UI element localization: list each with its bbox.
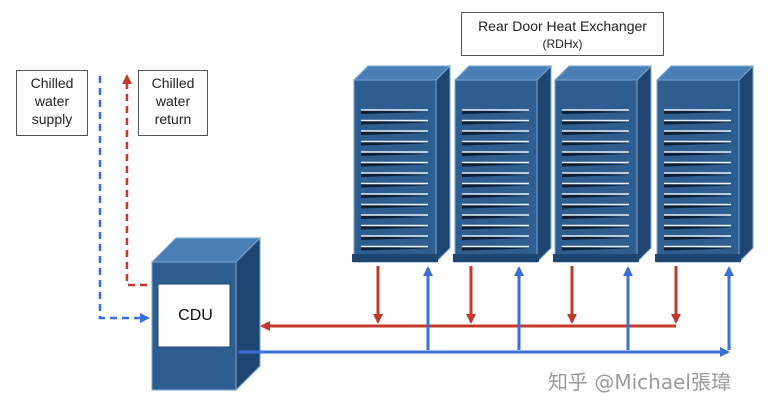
rack-vent-dark bbox=[562, 236, 631, 240]
rack-vent-dark bbox=[562, 173, 631, 177]
rack-front bbox=[656, 79, 740, 263]
rack-vent-dark bbox=[562, 183, 631, 188]
rack-vent-dark bbox=[562, 141, 631, 146]
rack-vent-dark bbox=[562, 110, 631, 114]
rack-side bbox=[738, 64, 754, 264]
rack-top bbox=[655, 65, 755, 81]
rack-vent-dark bbox=[361, 141, 430, 146]
return-line-2: water bbox=[155, 93, 191, 109]
rack-vent-dark bbox=[562, 204, 631, 209]
rack-vent-dark bbox=[664, 162, 733, 167]
rack-vent-dark bbox=[664, 173, 733, 177]
rack-vent-dark bbox=[462, 152, 531, 156]
return-line-3: return bbox=[154, 111, 192, 127]
cdu-label: CDU bbox=[178, 307, 213, 324]
rack-vent-dark bbox=[664, 183, 733, 188]
rack-vent-dark bbox=[361, 225, 430, 230]
return-line-1: Chilled bbox=[151, 75, 195, 91]
rack-vent-dark bbox=[664, 141, 733, 146]
rack-base bbox=[453, 254, 539, 262]
rack-base bbox=[655, 254, 741, 262]
rack-vent-dark bbox=[361, 215, 430, 219]
rack-side bbox=[636, 64, 652, 264]
watermark-text: 知乎 @Michael張瑋 bbox=[548, 370, 731, 394]
supply-line-2: water bbox=[34, 93, 70, 109]
rack-vent-dark bbox=[462, 194, 531, 198]
rack-vent-dark bbox=[361, 246, 430, 251]
supply-line-1: Chilled bbox=[30, 75, 74, 91]
rack-vent-dark bbox=[361, 162, 430, 167]
rack-vent-dark bbox=[462, 246, 531, 251]
rack-vent-dark bbox=[562, 215, 631, 219]
pipes-group bbox=[98, 74, 734, 357]
rack-vent-dark bbox=[562, 120, 631, 125]
rack-vent-dark bbox=[361, 194, 430, 198]
supply-line-3: supply bbox=[31, 111, 73, 127]
rack-vent-dark bbox=[462, 215, 531, 219]
rack-vent-dark bbox=[664, 215, 733, 219]
rack-vent-dark bbox=[462, 162, 531, 167]
rdhx-title: Rear Door Heat Exchanger bbox=[478, 18, 647, 34]
chilled-water-supply-pipe bbox=[98, 76, 150, 323]
chilled-water-supply-label: Chilled water supply bbox=[16, 70, 88, 136]
rack-top bbox=[352, 65, 452, 81]
rack-vent-dark bbox=[562, 162, 631, 167]
rack-vent-dark bbox=[462, 173, 531, 177]
rack-vent-dark bbox=[361, 120, 430, 125]
rack-vent-dark bbox=[562, 246, 631, 251]
rack-side bbox=[536, 64, 552, 264]
rack-vent-dark bbox=[664, 131, 733, 135]
rack-vent-dark bbox=[562, 152, 631, 156]
rack-top bbox=[553, 65, 653, 81]
rack-vent-dark bbox=[361, 236, 430, 240]
rack-vent-dark bbox=[562, 194, 631, 198]
rack-vent-dark bbox=[462, 120, 531, 125]
rdhx-title-label: Rear Door Heat Exchanger (RDHx) bbox=[461, 12, 664, 56]
chilled-water-return-label: Chilled water return bbox=[138, 70, 208, 136]
rack-vent-dark bbox=[361, 204, 430, 209]
rack-base bbox=[553, 254, 639, 262]
cdu-side bbox=[235, 236, 261, 392]
rdhx-rack-4 bbox=[655, 64, 755, 264]
cdu-panel bbox=[157, 283, 231, 348]
rack-vent-dark bbox=[462, 183, 531, 188]
rdhx-rack-3 bbox=[553, 64, 653, 264]
racks-group bbox=[352, 64, 755, 264]
rack-vent-dark bbox=[664, 204, 733, 209]
rack-side bbox=[435, 64, 451, 264]
rack-vent-dark bbox=[664, 225, 733, 230]
rack-vent-dark bbox=[664, 246, 733, 251]
rack-base bbox=[352, 254, 438, 262]
rack-vent-dark bbox=[361, 131, 430, 135]
rack-front bbox=[353, 79, 437, 263]
rack-vent-dark bbox=[462, 131, 531, 135]
rdhx-rack-1 bbox=[352, 64, 452, 264]
rack-vent-dark bbox=[462, 141, 531, 146]
rack-vent-dark bbox=[361, 152, 430, 156]
rack-vent-dark bbox=[361, 110, 430, 114]
rack-top bbox=[453, 65, 553, 81]
rack-vent-dark bbox=[462, 110, 531, 114]
rack-vent-dark bbox=[664, 194, 733, 198]
rack-vent-dark bbox=[664, 236, 733, 240]
rdhx-rack-2 bbox=[453, 64, 553, 264]
rack-vent-dark bbox=[462, 225, 531, 230]
rack-vent-dark bbox=[462, 204, 531, 209]
rack-vent-dark bbox=[562, 225, 631, 230]
rack-vent-dark bbox=[664, 120, 733, 125]
rack-vent-dark bbox=[562, 131, 631, 135]
rack-vent-dark bbox=[462, 236, 531, 240]
rack-front bbox=[454, 79, 538, 263]
rack-vent-dark bbox=[361, 173, 430, 177]
rack-vent-dark bbox=[664, 152, 733, 156]
rack-vent-dark bbox=[361, 183, 430, 188]
rack-vent-dark bbox=[664, 110, 733, 114]
rack-front bbox=[554, 79, 638, 263]
chilled-water-return-pipe bbox=[122, 74, 147, 287]
rdhx-abbrev: (RDHx) bbox=[542, 37, 583, 51]
